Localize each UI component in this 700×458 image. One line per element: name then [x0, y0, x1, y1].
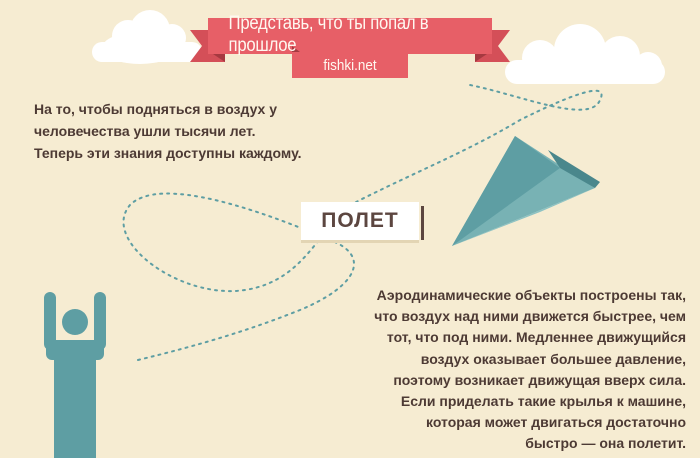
description-line: что воздух над ними движется быстрее, че…	[374, 308, 686, 325]
description-line: быстро — она полетит.	[525, 435, 686, 452]
description-line: Если приделать такие крылья к машине,	[400, 393, 686, 410]
cloud-icon	[505, 24, 665, 84]
description-line: поэтому возникает движущая вверх сила.	[393, 371, 686, 388]
description-text: Аэродинамические объекты построены так, …	[306, 285, 686, 455]
description-line: тот, что под ними. Медленнее движущийся	[386, 329, 686, 346]
intro-line: На то, чтобы подняться в воздух у	[34, 101, 277, 117]
intro-line: человечества ушли тысячи лет.	[34, 123, 256, 139]
intro-line: Теперь эти знания доступны каждому.	[34, 145, 302, 161]
description-line: Аэродинамические объекты построены так,	[376, 287, 686, 303]
ribbon-subtitle: fishki.net	[323, 56, 377, 74]
cloud-icon	[92, 10, 202, 64]
intro-text: На то, чтобы подняться в воздух у челове…	[34, 98, 354, 164]
description-line: воздух оказывает большее давление,	[420, 350, 686, 367]
section-label: ПОЛЕТ	[301, 202, 419, 243]
description-line: которая может двигаться достаточно	[426, 414, 686, 431]
label-accent	[421, 206, 424, 240]
